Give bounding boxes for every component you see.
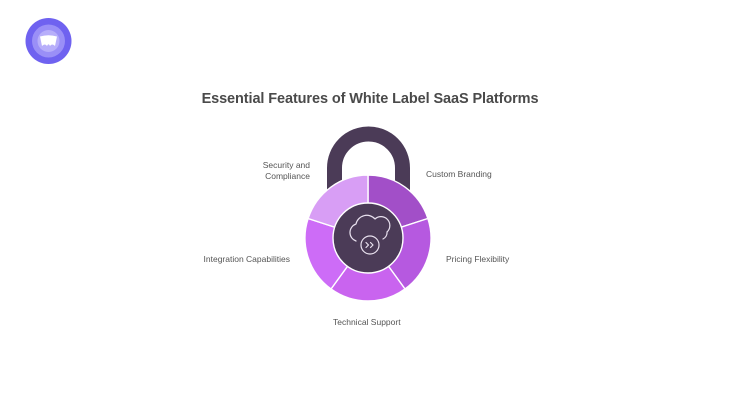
label-line: Compliance — [265, 171, 310, 181]
label-custom-branding: Custom Branding — [426, 169, 492, 179]
label-line: Security and — [262, 160, 310, 170]
label-integration-capabilities: Integration Capabilities — [203, 254, 290, 264]
page-title: Essential Features of White Label SaaS P… — [201, 91, 539, 107]
padlock-shackle — [327, 126, 410, 190]
label-pricing-flexibility: Pricing Flexibility — [446, 254, 510, 264]
label-technical-support: Technical Support — [333, 317, 401, 327]
label-security-compliance: Security and Compliance — [248, 160, 310, 182]
brand-logo-icon — [25, 18, 72, 64]
cloud-forward-icon — [349, 214, 391, 255]
